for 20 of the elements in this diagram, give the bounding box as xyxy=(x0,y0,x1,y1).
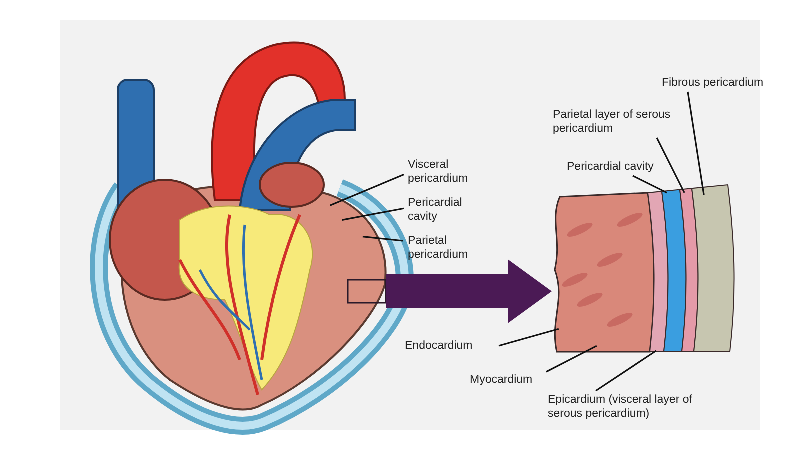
leader-line xyxy=(330,174,404,206)
leader-line xyxy=(498,328,560,347)
leader-line xyxy=(546,345,598,373)
part-label: Pericardial cavity xyxy=(408,196,488,224)
leader-line xyxy=(632,175,668,194)
leader-line xyxy=(596,350,657,392)
leader-line xyxy=(342,208,404,221)
tissue-layers-drawing xyxy=(554,184,735,353)
part-label: Parietal layer of serous pericardium xyxy=(553,108,683,136)
inset-frame xyxy=(347,279,387,304)
leader-line xyxy=(362,236,404,242)
block-arrow xyxy=(386,260,552,324)
part-label: Epicardium (visceral layer of serous pericardium) xyxy=(548,393,708,421)
part-label: Pericardial cavity xyxy=(567,160,677,174)
leader-line xyxy=(687,92,705,196)
part-label: Fibrous pericardium xyxy=(662,76,792,90)
part-label: Myocardium xyxy=(470,373,560,387)
part-label: Visceral pericardium xyxy=(408,158,498,186)
part-label: Endocardium xyxy=(405,339,495,353)
leader-line xyxy=(656,138,686,194)
